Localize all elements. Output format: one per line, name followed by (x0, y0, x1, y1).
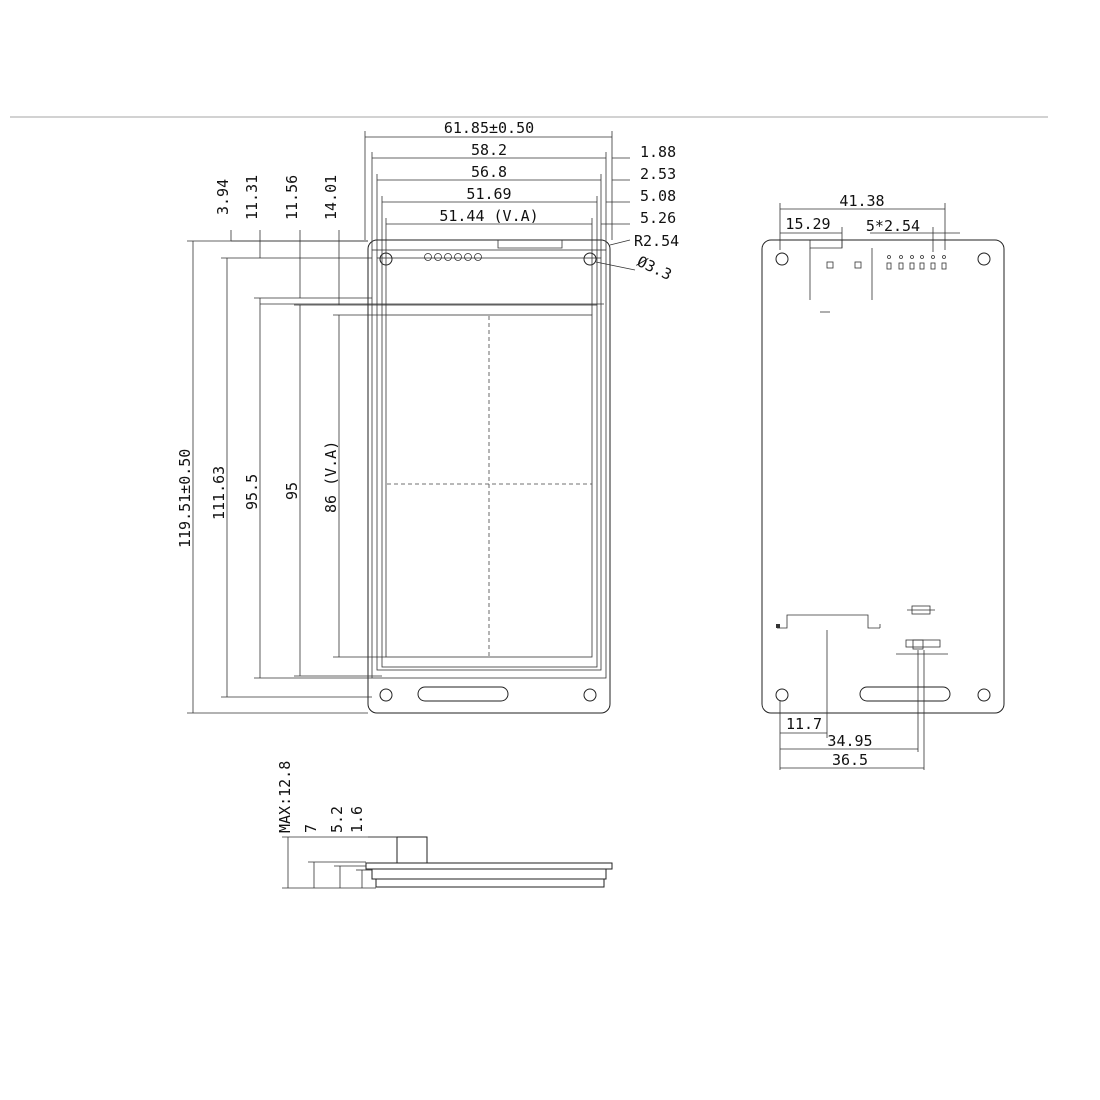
side-dim-1-6: 1.6 (348, 806, 366, 833)
back-board-outline (761, 239, 1005, 714)
back-top-dimension-lines (779, 203, 960, 252)
dim-offset-11-31: 11.31 (243, 175, 261, 220)
front-panel-outline (381, 304, 598, 668)
front-mount-hole-br (583, 688, 597, 702)
front-mount-hole-tr (583, 252, 597, 266)
front-view-area (385, 314, 593, 658)
dim-width-51-69: 51.69 (466, 185, 511, 203)
dim-5-08: 5.08 (640, 187, 676, 205)
back-pin-header (886, 255, 947, 270)
back-dim-pin-pitch: 5*2.54 (866, 217, 920, 235)
front-top-dimension-lines (364, 131, 636, 315)
side-lcd (371, 868, 607, 880)
front-view: 61.85±0.50 58.2 56.8 51.69 51.44 (V.A) 1… (176, 119, 679, 714)
back-mount-hole-bl (775, 688, 789, 702)
dim-hole-diameter: Ø3.3 (634, 252, 674, 284)
dim-overall-width: 61.85±0.50 (444, 119, 534, 137)
dim-5-26: 5.26 (640, 209, 676, 227)
dim-corner-radius: R2.54 (634, 232, 679, 250)
front-board-outline (367, 239, 611, 714)
side-view: MAX:12.8 7 5.2 1.6 (276, 761, 613, 889)
side-glass (375, 878, 605, 888)
back-bottom-slot (859, 686, 951, 702)
front-bottom-slot (417, 686, 509, 702)
back-dim-15-29: 15.29 (785, 215, 830, 233)
back-dim-36-5: 36.5 (832, 751, 868, 769)
back-bottom-dimension-lines (779, 630, 925, 770)
dim-offset-11-56: 11.56 (283, 175, 301, 220)
front-header-pins (424, 253, 482, 261)
side-connector-block (396, 836, 428, 864)
back-fpc-connector (776, 614, 881, 629)
side-dim-5-2: 5.2 (328, 806, 346, 833)
dim-offset-3-94: 3.94 (214, 179, 232, 215)
back-mount-hole-tl (775, 252, 789, 266)
back-usb-connector (809, 240, 873, 313)
side-dimension-lines (282, 836, 397, 889)
dim-overall-height: 119.51±0.50 (176, 449, 194, 548)
back-mount-hole-br (977, 688, 991, 702)
side-pcb (365, 862, 613, 870)
dim-height-111-63: 111.63 (210, 466, 228, 520)
dim-height-95: 95 (283, 482, 301, 500)
front-mount-hole-bl (379, 688, 393, 702)
back-dim-34-95: 34.95 (827, 732, 872, 750)
front-left-dimension-lines (187, 230, 604, 714)
front-module-outline (371, 249, 607, 679)
back-dim-41-38: 41.38 (839, 192, 884, 210)
back-mount-hole-tr (977, 252, 991, 266)
dim-view-area-height: 86 (V.A) (322, 441, 340, 513)
back-components (896, 605, 948, 655)
dim-view-area-width: 51.44 (V.A) (439, 207, 538, 225)
side-dim-max-height: MAX:12.8 (276, 761, 294, 833)
dim-width-58-2: 58.2 (471, 141, 507, 159)
dim-1-88: 1.88 (640, 143, 676, 161)
back-dim-11-7: 11.7 (786, 715, 822, 733)
dim-offset-14-01: 14.01 (322, 175, 340, 220)
dim-width-56-8: 56.8 (471, 163, 507, 181)
back-view: 41.38 15.29 5*2.54 11.7 3 (761, 192, 1005, 770)
front-glass-outline (376, 257, 602, 671)
dim-2-53: 2.53 (640, 165, 676, 183)
dim-height-95-5: 95.5 (243, 474, 261, 510)
front-top-notch (497, 240, 563, 249)
side-dim-7: 7 (302, 824, 320, 833)
